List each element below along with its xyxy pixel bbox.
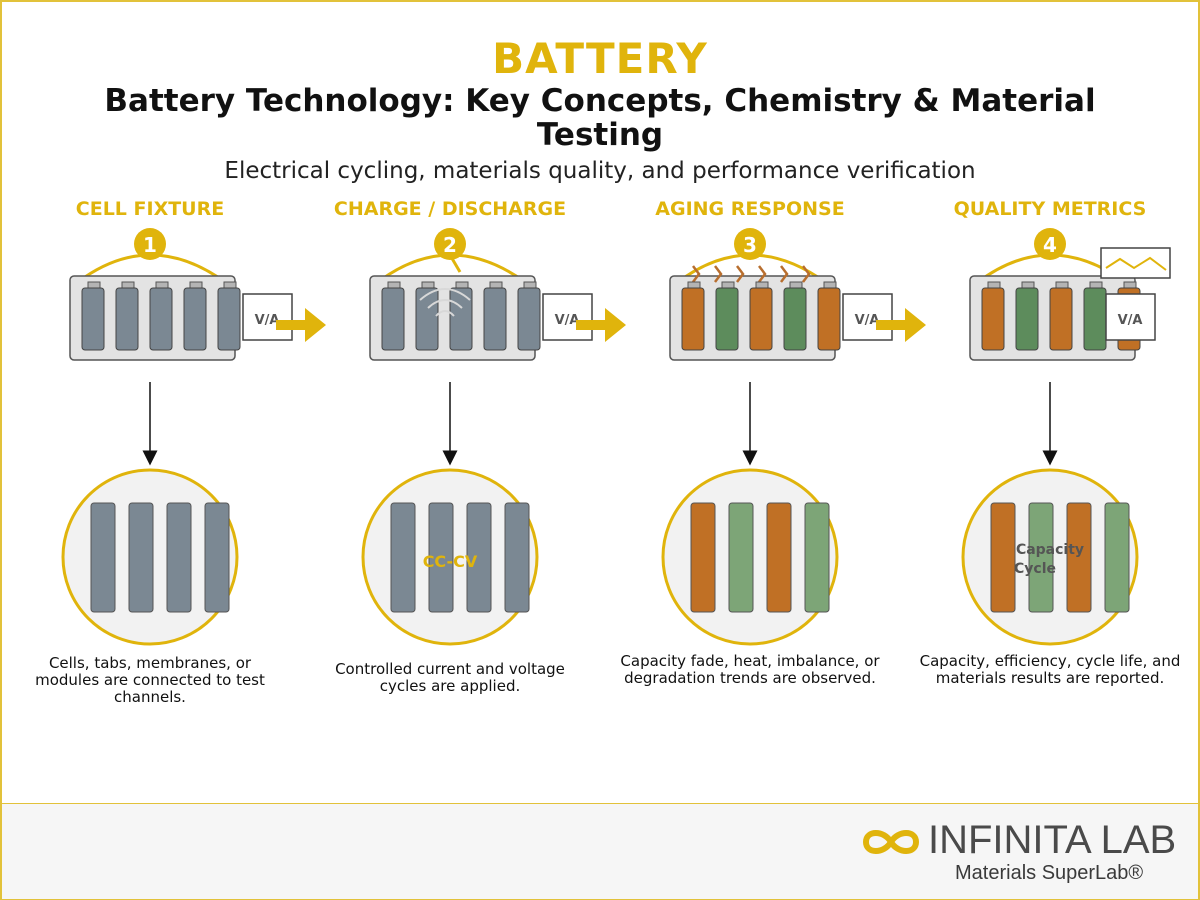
stage-4-title: QUALITY METRICS [953, 198, 1147, 220]
stage-2-title: CHARGE / DISCHARGE [333, 198, 567, 220]
stage-3-cells [681, 281, 841, 351]
stage-1-title: CELL FIXTURE [75, 198, 225, 220]
footer [2, 803, 1198, 899]
logo-name: INFINITA LAB [928, 818, 1177, 862]
stage-1-fixture: 1 V/A [61, 228, 326, 646]
stage-3-number: 3 [743, 233, 757, 257]
stage-3-title: AGING RESPONSE [655, 198, 845, 220]
stage-2-zoom-lens: CC-CV [361, 468, 539, 646]
stage-4-fixture: 4 V/A Capacity Cycle [961, 228, 1171, 646]
trend-chart-icon [1100, 247, 1171, 279]
stage-1-arrow-icon [276, 308, 326, 342]
infinity-icon [862, 830, 920, 854]
brand-title: BATTERY [492, 34, 708, 83]
stage-4-zoom-label-capacity: Capacity [1016, 542, 1084, 558]
stage-2-meter [542, 293, 593, 341]
stage-3-caption: Capacity fade, heat, imbalance, or degra… [620, 652, 880, 687]
stage-4-meter-label: V/A [1118, 313, 1143, 328]
stage-3-arrow-icon [876, 308, 926, 342]
stage-2-caption: Controlled current and voltage cycles ar… [335, 660, 565, 695]
stage-1-caption: Cells, tabs, membranes, or modules are c… [35, 654, 265, 706]
stage-4-badge [1034, 228, 1066, 260]
stage-4-zoom-label-cycle: Cycle [1014, 561, 1056, 577]
stage-3-meter [842, 293, 893, 341]
stage-4-caption: Capacity, efficiency, cycle life, and ma… [919, 652, 1181, 687]
stage-2-zoom-label: CC-CV [423, 552, 478, 571]
process-diagram: 1 V/A 2 [61, 228, 1171, 646]
logo-tagline: Materials SuperLab® [955, 862, 1144, 884]
page-title: Battery Technology: Key Concepts, Chemis… [104, 83, 1096, 153]
stage-1-meter-label: V/A [255, 313, 280, 328]
stage-4-zoom-lens: Capacity Cycle [961, 468, 1139, 646]
stage-4-meter [1105, 293, 1156, 341]
stage-2-badge [434, 228, 466, 260]
heat-chevron-icon [692, 265, 811, 283]
stage-4-number: 4 [1043, 233, 1057, 257]
stage-3-zoom-lens [661, 468, 839, 646]
stage-3-fixture: 3 V/A [661, 228, 926, 646]
stage-1-cells [81, 281, 241, 351]
signal-wave-icon [419, 288, 471, 317]
page-subtitle: Electrical cycling, materials quality, a… [224, 158, 976, 184]
stage-1-meter [242, 293, 293, 341]
stage-3-badge [734, 228, 766, 260]
stage-2-number: 2 [443, 233, 457, 257]
stage-2-meter-label: V/A [555, 313, 580, 328]
stage-1-badge [134, 228, 166, 260]
stage-1-number: 1 [143, 233, 157, 257]
stage-1-zoom-lens [61, 468, 239, 646]
stage-2-arrow-icon [576, 308, 626, 342]
stage-2-fixture: 2 V/A CC-CV [361, 228, 626, 646]
stage-3-meter-label: V/A [855, 313, 880, 328]
